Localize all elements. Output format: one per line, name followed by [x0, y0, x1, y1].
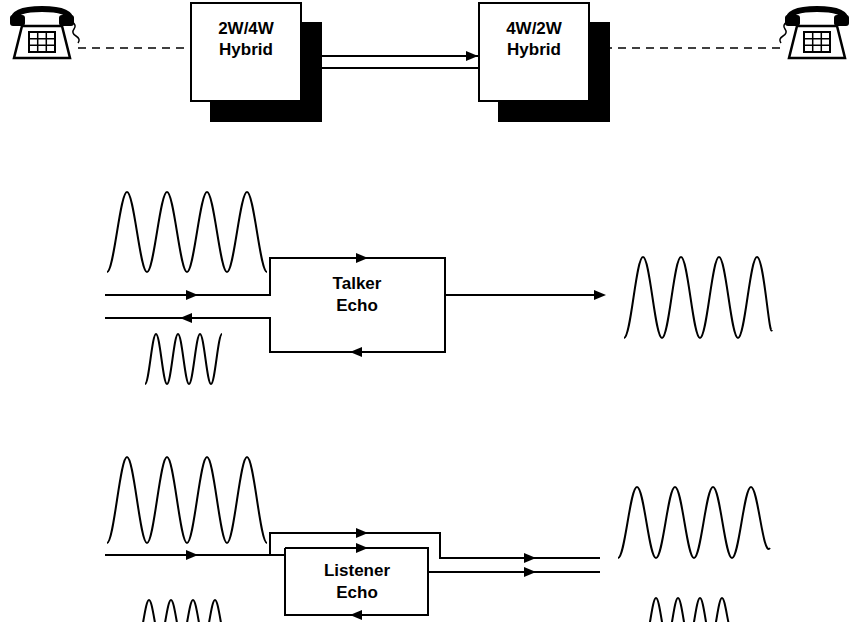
waveform: [107, 192, 772, 384]
echo-label: Talker Echo: [315, 273, 399, 317]
arrowhead: [180, 253, 606, 357]
local-loop: [78, 47, 192, 49]
arrowhead: [186, 528, 536, 620]
signal-path: [105, 533, 600, 615]
hybrid-box: 2W/4W Hybrid: [190, 2, 302, 102]
echo-label: Listener Echo: [315, 560, 399, 604]
echo-path-label: Talker Echo: [315, 273, 399, 317]
signal-arrow: [302, 67, 478, 69]
local-loop: [590, 47, 783, 49]
hybrid-box: 4W/2W Hybrid: [478, 2, 590, 102]
telephone-icon: [780, 9, 849, 58]
box-label: 4W/2W Hybrid: [494, 18, 574, 60]
telephone-icon: [10, 9, 79, 58]
echo-path-label: Listener Echo: [315, 560, 399, 604]
box-label: 2W/4W Hybrid: [206, 18, 286, 60]
signal-arrow: [302, 55, 478, 57]
waveform: [107, 457, 770, 622]
